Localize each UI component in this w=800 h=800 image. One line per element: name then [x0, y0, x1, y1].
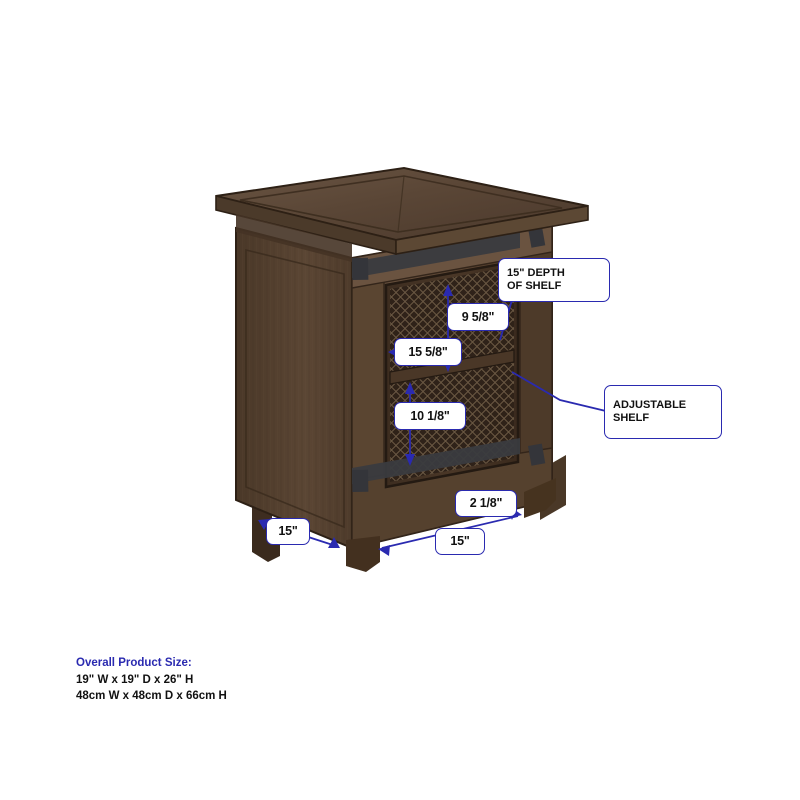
callout-side-depth: 15" — [266, 518, 310, 545]
callout-lower-opening-height: 10 1/8" — [394, 402, 466, 430]
arrowhead-left-front-width — [378, 545, 390, 556]
arrowhead-up-upper — [443, 284, 453, 296]
callout-door-opening-width: 15 5/8" — [394, 338, 462, 366]
overall-size-inches: 19" W x 19" D x 26" H — [76, 673, 194, 686]
arrowhead-down-lower — [405, 454, 415, 466]
callout-toe-kick-height: 2 1/8" — [455, 490, 517, 517]
callout-depth-of-shelf: 15" DEPTH OF SHELF — [498, 258, 610, 302]
leader-adjustable-shelf — [511, 371, 611, 413]
callout-front-width: 15" — [435, 528, 485, 555]
callout-adjustable-shelf: ADJUSTABLE SHELF — [604, 385, 722, 439]
arrowhead-right-side-depth — [328, 537, 340, 548]
arrowhead-up-lower — [405, 382, 415, 394]
callout-upper-opening-height: 9 5/8" — [447, 303, 509, 331]
overall-product-size: Overall Product Size: 19" W x 19" D x 26… — [76, 655, 227, 705]
overall-size-heading: Overall Product Size: — [76, 657, 192, 669]
overall-size-centimeters: 48cm W x 48cm D x 66cm H — [76, 690, 227, 703]
